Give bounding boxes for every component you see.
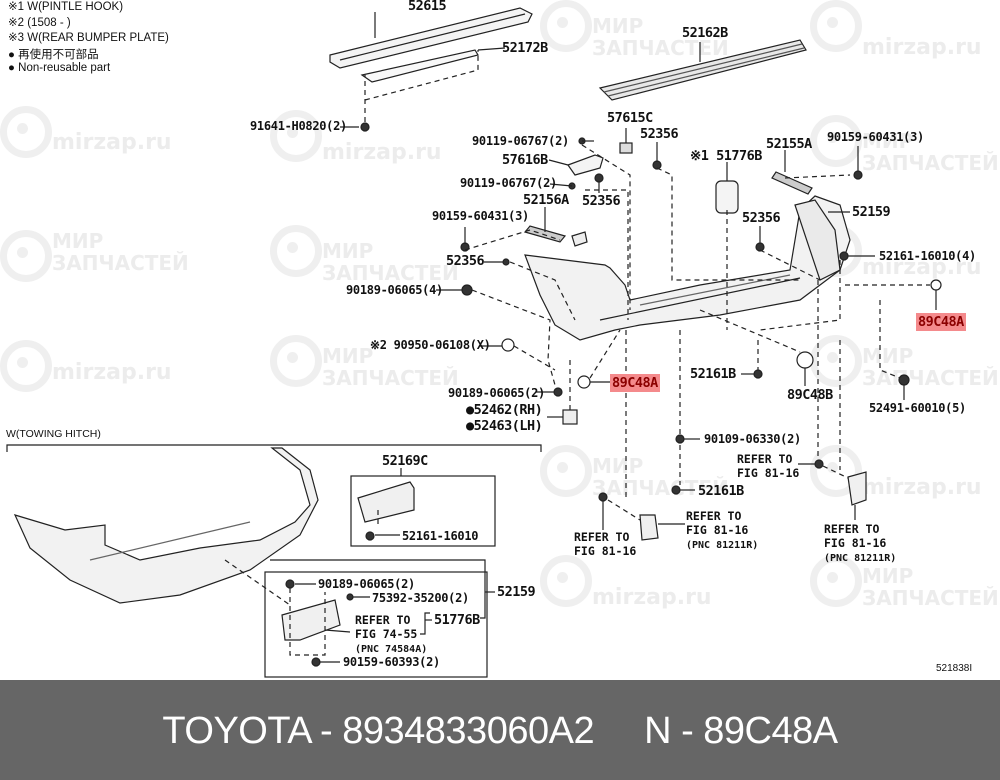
note-non-reusable-jp: ● 再使用不可部品 (8, 49, 99, 61)
part-label-52155A[interactable]: 52155A (766, 136, 812, 152)
part-label-51776B-box[interactable]: 51776B (434, 612, 480, 628)
note-rear-bumper-plate: ※3 W(REAR BUMPER PLATE) (8, 32, 169, 44)
part-label-52172B[interactable]: 52172B (502, 40, 548, 56)
section-towing-hitch: W(TOWING HITCH) (6, 428, 101, 440)
part-label-90119-06767-a[interactable]: 90119-06767(2) (472, 134, 569, 148)
footer-bar: TOYOTA - 8934833060A2 N - 89C48A (0, 680, 1000, 780)
part-label-91641-H0820[interactable]: 91641-H0820(2) (250, 119, 347, 133)
part-label-89C48A-left-highlighted[interactable]: 89C48A (610, 374, 660, 392)
part-label-90119-06767-b[interactable]: 90119-06767(2) (460, 176, 557, 190)
note-non-reusable-en: ● Non-reusable part (8, 62, 111, 74)
note-pintle-hook: ※1 W(PINTLE HOOK) (8, 1, 124, 13)
note-date-range: ※2 (1508 - ) (8, 17, 71, 29)
part-label-90189-06065-4[interactable]: 90189-06065(4) (346, 283, 443, 297)
part-label-52615[interactable]: 52615 (408, 0, 447, 14)
part-label-52161-16010-4[interactable]: 52161-16010(4) (879, 249, 976, 263)
part-label-52356-b[interactable]: 52356 (582, 193, 621, 209)
refer-fig-81-16-mid-right[interactable]: REFER TO FIG 81-16 (737, 452, 800, 480)
refer-fig-81-16-left[interactable]: REFER TO FIG 81-16 (574, 530, 637, 558)
part-label-89C48B[interactable]: 89C48B (787, 387, 833, 403)
part-label-52162B[interactable]: 52162B (682, 25, 728, 41)
part-label-52156A[interactable]: 52156A (523, 192, 569, 208)
part-label-90189-06065-2[interactable]: 90189-06065(2) (448, 386, 545, 400)
refer-fig-81-16-center[interactable]: REFER TO FIG 81-16(PNC 81211R) (686, 509, 759, 551)
part-label-52462-RH[interactable]: ●52462(RH) (466, 402, 543, 418)
part-label-52159[interactable]: 52159 (852, 204, 891, 220)
part-label-52463-LH[interactable]: ●52463(LH) (466, 418, 543, 434)
part-label-52491-60010[interactable]: 52491-60010(5) (869, 401, 966, 415)
part-label-90159-60431-right[interactable]: 90159-60431(3) (827, 130, 924, 144)
part-label-90159-60431-left[interactable]: 90159-60431(3) (432, 209, 529, 223)
part-label-75392-35200[interactable]: 75392-35200(2) (372, 591, 469, 605)
part-label-90159-60393[interactable]: 90159-60393(2) (343, 655, 440, 669)
part-label-90189-06065-box[interactable]: 90189-06065(2) (318, 577, 415, 591)
part-label-52159-box[interactable]: 52159 (497, 584, 536, 600)
footer-pnc: N - 89C48A (644, 710, 838, 752)
footer-part-info: TOYOTA - 8934833060A2 N - 89C48A (0, 710, 1000, 753)
refer-fig-81-16-right[interactable]: REFER TO FIG 81-16(PNC 81211R) (824, 522, 897, 564)
diagram-line-art (6, 7, 942, 678)
part-label-52356-d[interactable]: 52356 (446, 253, 485, 269)
part-label-52169C[interactable]: 52169C (382, 453, 428, 469)
part-label-52161-16010[interactable]: 52161-16010 (402, 529, 479, 543)
part-label-51776B-pintle[interactable]: ※1 51776B (690, 148, 762, 164)
refer-fig-74-55[interactable]: REFER TO FIG 74-55(PNC 74584A) (355, 613, 428, 655)
part-label-52161B-a[interactable]: 52161B (690, 366, 736, 382)
diagram-code: 521838I (936, 663, 973, 674)
footer-brand-part-number: TOYOTA - 8934833060A2 (162, 710, 595, 752)
part-label-52356-a[interactable]: 52356 (640, 126, 679, 142)
part-label-52161B-b[interactable]: 52161B (698, 483, 744, 499)
part-label-57616B[interactable]: 57616B (502, 152, 548, 168)
part-label-52356-c[interactable]: 52356 (742, 210, 781, 226)
part-label-90950-06108[interactable]: ※2 90950-06108(X) (370, 338, 491, 352)
part-label-89C48A-right-highlighted[interactable]: 89C48A (916, 313, 966, 331)
part-label-90109-06330[interactable]: 90109-06330(2) (704, 432, 801, 446)
part-label-57615C[interactable]: 57615C (607, 110, 653, 126)
